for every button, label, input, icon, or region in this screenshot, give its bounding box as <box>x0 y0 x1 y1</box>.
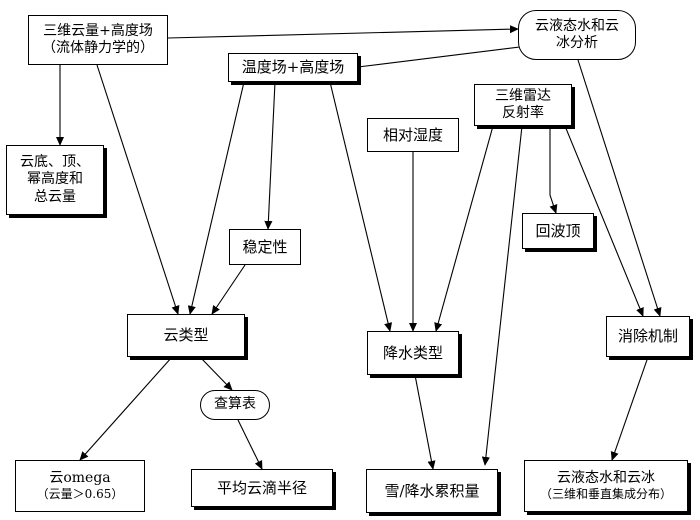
arrow-3dcloud-to-analysis <box>167 25 519 39</box>
node-cloud-type-label: 云类型 <box>163 326 209 345</box>
node-3d-cloud-height: 三维云量+高度场 （流体静力学的） <box>28 15 168 65</box>
arrow-radar-to-snowprecip <box>481 125 523 466</box>
node-snow-precipitation-accumulation-label: 雪/降水累积量 <box>384 481 480 500</box>
node-cloud-omega-line1: 云omega <box>49 469 111 486</box>
node-precipitation-type: 降水类型 <box>367 331 459 375</box>
arrow-temp-to-preciptype <box>329 81 393 332</box>
node-echo-top-label: 回波顶 <box>535 221 581 240</box>
node-stability: 稳定性 <box>229 229 301 265</box>
node-cloud-base-top-line3: 总云量 <box>34 188 76 205</box>
arrow-radar-to-dissipation <box>564 125 644 317</box>
arrow-temp-to-stability <box>264 81 276 230</box>
node-temperature-height: 温度场+高度场 <box>228 53 358 82</box>
node-liquid-ice-distribution: 云液态水和云冰 （三维和垂直集成分布） <box>524 460 688 512</box>
node-liquid-ice-analysis: 云液态水和云 冰分析 <box>518 10 636 60</box>
node-cloud-type: 云类型 <box>127 314 245 357</box>
node-snow-precipitation-accumulation: 雪/降水累积量 <box>366 469 498 513</box>
node-stability-label: 稳定性 <box>242 237 288 256</box>
arrow-radar-to-preciptype <box>434 125 494 332</box>
node-cloud-base-top-line1: 云底、顶、 <box>20 153 90 170</box>
arrow-analysis-to-dissipation <box>577 59 662 317</box>
arrow-3dcloud-to-cloudtype <box>96 64 180 315</box>
node-3d-cloud-height-line2: （流体静力学的） <box>42 40 154 56</box>
node-cloud-base-top: 云底、顶、 幂高度和 总云量 <box>6 145 104 215</box>
node-liquid-ice-analysis-line2: 冰分析 <box>556 35 598 51</box>
node-liquid-ice-distribution-line2: （三维和垂直集成分布） <box>539 487 672 502</box>
node-dissipation-mechanism-label: 消除机制 <box>617 327 678 346</box>
node-precipitation-type-label: 降水类型 <box>382 343 443 362</box>
arrow-radar-to-echotop <box>549 126 558 214</box>
node-liquid-ice-distribution-line1: 云液态水和云冰 <box>557 469 655 486</box>
node-cloud-omega: 云omega （云量＞0.65） <box>15 460 145 512</box>
node-3d-cloud-height-line1: 三维云量+高度场 <box>43 22 153 39</box>
arrow-stability-to-cloudtype <box>211 264 246 315</box>
node-liquid-ice-analysis-line1: 云液态水和云 <box>535 17 619 34</box>
node-3d-radar-reflectivity-line1: 三维雷达 <box>495 87 551 104</box>
arrow-cloudtype-to-lookup <box>199 356 233 391</box>
arrow-cloudtype-to-omega <box>79 356 173 461</box>
node-lookup-table: 查算表 <box>200 390 270 420</box>
arrow-lookup-to-droplet <box>237 419 263 470</box>
node-relative-humidity-label: 相对湿度 <box>382 125 443 144</box>
node-mean-droplet-radius-label: 平均云滴半径 <box>216 478 307 497</box>
arrow-temp-to-analysis <box>357 42 529 68</box>
node-relative-humidity: 相对湿度 <box>367 118 459 152</box>
node-temperature-height-label: 温度场+高度场 <box>241 58 345 77</box>
node-3d-radar-reflectivity: 三维雷达 反射率 <box>474 84 572 126</box>
node-cloud-omega-line2: （云量＞0.65） <box>36 487 124 502</box>
node-3d-radar-reflectivity-line2: 反射率 <box>502 105 544 121</box>
arrow-temp-to-cloudtype <box>187 81 245 315</box>
node-cloud-base-top-line2: 幂高度和 <box>27 171 83 188</box>
node-dissipation-mechanism: 消除机制 <box>606 316 690 357</box>
arrow-dissipation-to-distribution <box>610 356 649 461</box>
node-echo-top: 回波顶 <box>522 213 594 249</box>
node-lookup-table-label: 查算表 <box>214 396 256 413</box>
node-mean-droplet-radius: 平均云滴半径 <box>191 469 333 507</box>
arrow-preciptype-to-snowprecip <box>414 374 436 470</box>
